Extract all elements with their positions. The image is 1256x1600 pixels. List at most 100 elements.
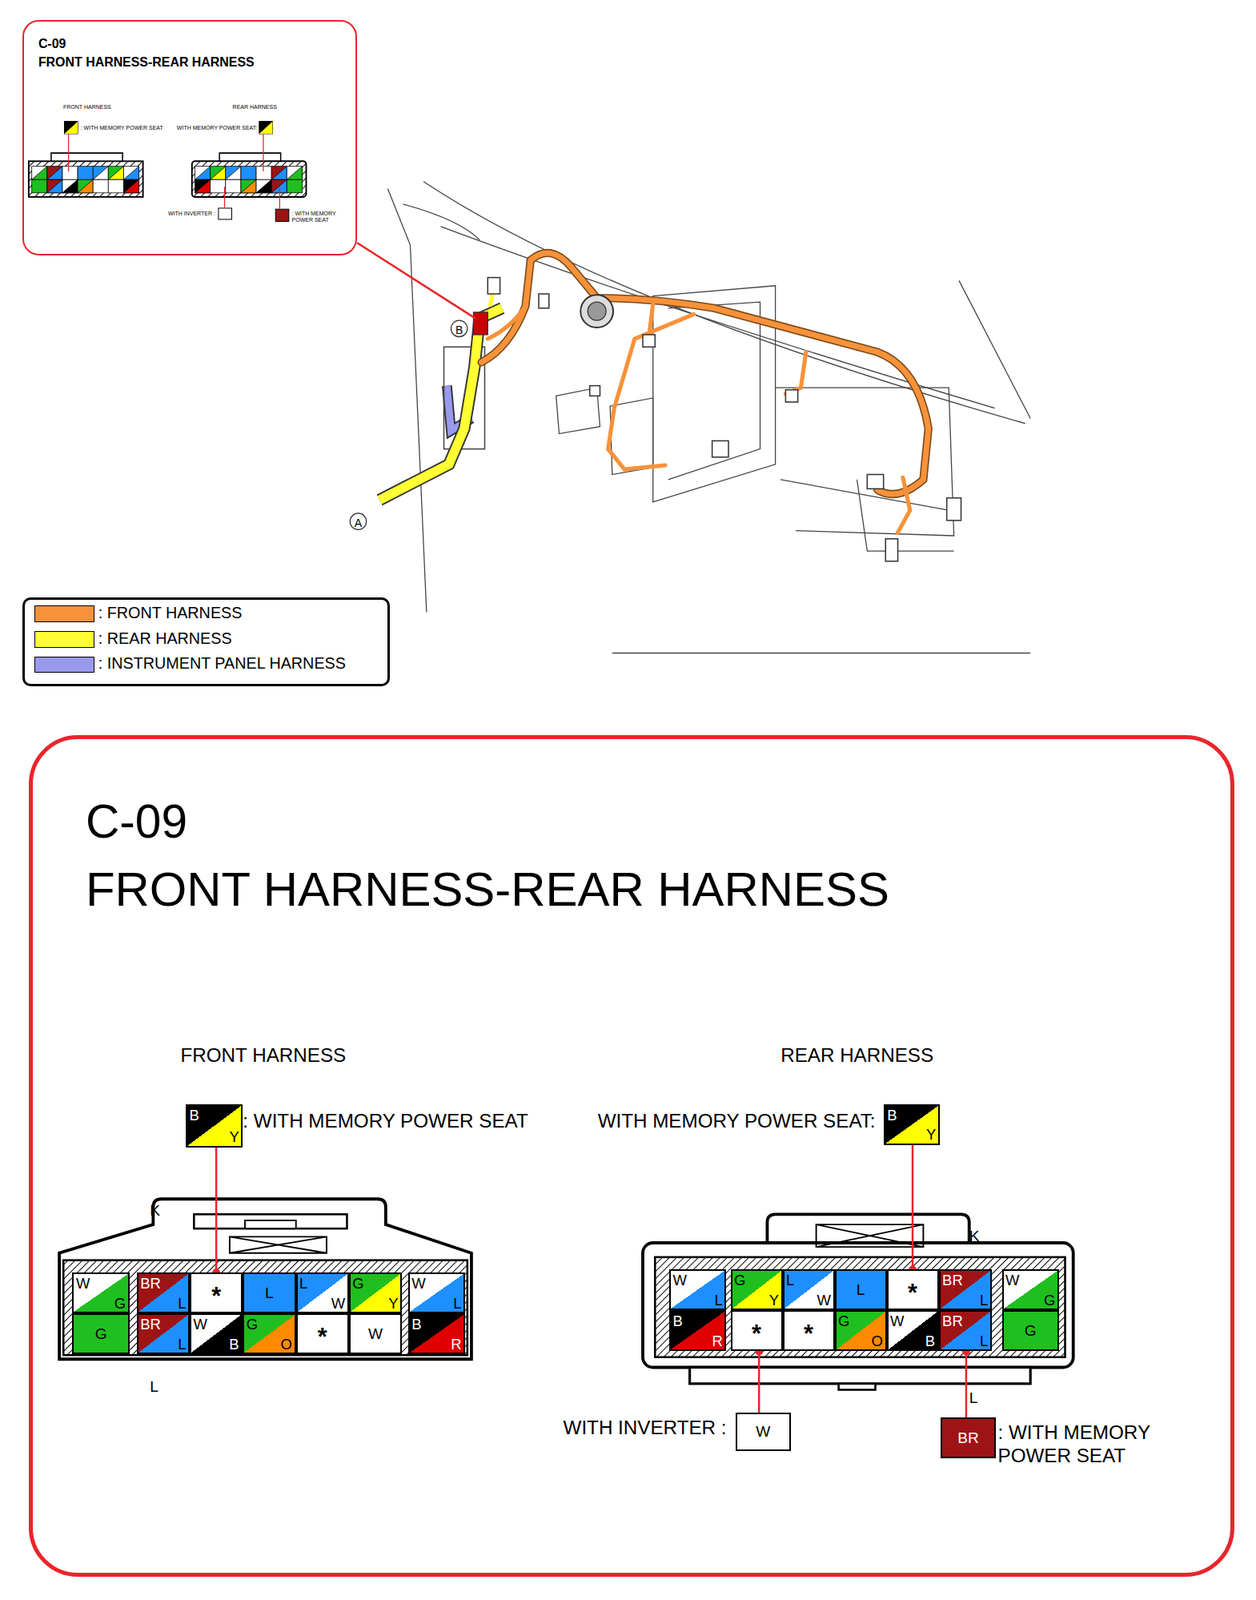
terminal-pin: WB: [886, 1309, 939, 1351]
wire-color-code: G: [1024, 1322, 1037, 1338]
wire-color-code: W: [76, 1276, 90, 1291]
wire-color-code: G: [1043, 1292, 1056, 1308]
pin-marker: K: [149, 1201, 161, 1220]
leader-line: [911, 1144, 915, 1270]
callout-circle: [450, 320, 467, 337]
wire-color-code: G: [352, 1276, 364, 1291]
wire-color-code: B: [925, 1333, 935, 1349]
pin-asterisk: *: [803, 1320, 814, 1346]
body-outline: [387, 181, 1031, 654]
legend-text: : FRONT HARNESS: [98, 603, 243, 623]
wire-color-code: Y: [388, 1296, 398, 1311]
wire-color-code: G: [246, 1316, 258, 1332]
option-note: : WITH MEMORY POWER SEAT: [242, 1108, 528, 1132]
wire-color-code: W: [817, 1292, 831, 1308]
legend-swatch: [34, 605, 95, 622]
terminal-pin: GY: [730, 1268, 783, 1310]
inset-label: WITH INVERTER :: [168, 210, 216, 217]
callout-circle: [349, 513, 366, 530]
terminal-pin: GO: [834, 1309, 887, 1351]
wire-color-code: B: [411, 1316, 422, 1332]
connector-side-label: REAR HARNESS: [780, 1043, 934, 1067]
terminal-pin: BR L: [136, 1272, 190, 1313]
terminal-pin: L: [242, 1272, 296, 1313]
wire-color-code: L: [714, 1292, 723, 1308]
wire-color-code: B: [673, 1313, 683, 1329]
grommet: [587, 301, 606, 321]
rear-connector-housing: [642, 1213, 1074, 1389]
terminal-pin: G: [72, 1312, 129, 1354]
connector-icon: [487, 277, 961, 562]
terminal-pin: BRL: [938, 1268, 992, 1310]
inset-label: REAR HARNESS: [232, 104, 277, 111]
connector-code: C-09: [38, 37, 67, 51]
connector-side-label: FRONT HARNESS: [180, 1043, 347, 1067]
terminal-pin: L: [834, 1268, 887, 1310]
inset-label: FRONT HARNESS: [63, 104, 112, 111]
wire-color-code: L: [453, 1296, 462, 1311]
wire-color-code: R: [712, 1333, 723, 1349]
wire-color-code: L: [786, 1272, 795, 1288]
terminal-pin: WG: [72, 1272, 129, 1313]
terminal-pin: *: [189, 1272, 243, 1313]
connector-title: FRONT HARNESS-REAR HARNESS: [85, 865, 890, 914]
wire-color-code: B: [886, 1107, 897, 1123]
terminal-pin: WL: [408, 1272, 466, 1313]
callout-line: [357, 242, 476, 318]
option-note: WITH INVERTER :: [563, 1415, 727, 1439]
wire-color-code: G: [734, 1272, 746, 1288]
wire-color-code: G: [838, 1313, 850, 1329]
wire-color-code: B: [188, 1107, 199, 1123]
legend-swatch: [34, 630, 95, 647]
terminal-pin: BRL: [938, 1309, 992, 1351]
wire-color-code: R: [450, 1336, 462, 1352]
inset-connector: [28, 121, 307, 222]
terminal-pin: LW: [296, 1272, 350, 1313]
inset-label: : WITH MEMORY POWER SEAT: [292, 210, 340, 225]
terminal-pin: G: [1002, 1309, 1060, 1351]
leader-line: [965, 1350, 968, 1417]
terminal-pin: *: [296, 1312, 350, 1354]
wire-color-code: L: [264, 1284, 274, 1301]
front-connector-housing: [59, 1198, 472, 1359]
wire-color-code: W: [755, 1424, 771, 1440]
wire-color-code: L: [856, 1281, 866, 1297]
wire-color-code: L: [979, 1333, 988, 1349]
wire-color-code: BR: [957, 1429, 980, 1445]
pin-marker: L: [149, 1377, 159, 1397]
terminal-pin: W: [349, 1312, 402, 1354]
legend-box: : FRONT HARNESS : REAR HARNESS : INSTRUMEN…: [22, 597, 390, 687]
connector-c09: [473, 312, 488, 335]
pin-asterisk: *: [907, 1280, 918, 1305]
wire-color-code: G: [95, 1325, 108, 1341]
wire-color-code: W: [368, 1325, 383, 1341]
terminal-pin: WL: [669, 1268, 727, 1310]
wire-color-code: Y: [926, 1127, 936, 1142]
wire-color-code: W: [1005, 1272, 1020, 1288]
terminal-pin: BR: [669, 1309, 727, 1351]
wire-color-code: O: [280, 1336, 293, 1352]
wire-color-code: L: [177, 1296, 186, 1311]
wire-color-code: B: [228, 1336, 239, 1352]
callout-letter: A: [354, 516, 362, 530]
terminal-pin: *: [886, 1268, 939, 1310]
wire-color-callout: BY: [185, 1103, 243, 1148]
terminal-pin: GY: [349, 1272, 402, 1313]
grommet: [580, 294, 614, 328]
wire-color-code: W: [673, 1272, 687, 1288]
wire-color-code: O: [871, 1333, 883, 1349]
wire-color-code: BR: [140, 1316, 161, 1332]
terminal-pin: WG: [1002, 1268, 1060, 1310]
legend-text: : INSTRUMENT PANEL HARNESS: [98, 654, 346, 674]
leader-line: [758, 1350, 761, 1413]
wire-color-code: L: [299, 1276, 308, 1291]
wire-color-code: W: [411, 1276, 426, 1291]
front-harness: [481, 252, 929, 533]
harness-outline: [379, 308, 502, 501]
wire-color-code: Y: [769, 1292, 779, 1308]
wire-color-code: L: [979, 1292, 988, 1308]
wire-color-code: BR: [140, 1276, 161, 1291]
pin-marker: K: [969, 1227, 980, 1246]
legend-text: : REAR HARNESS: [98, 629, 233, 649]
